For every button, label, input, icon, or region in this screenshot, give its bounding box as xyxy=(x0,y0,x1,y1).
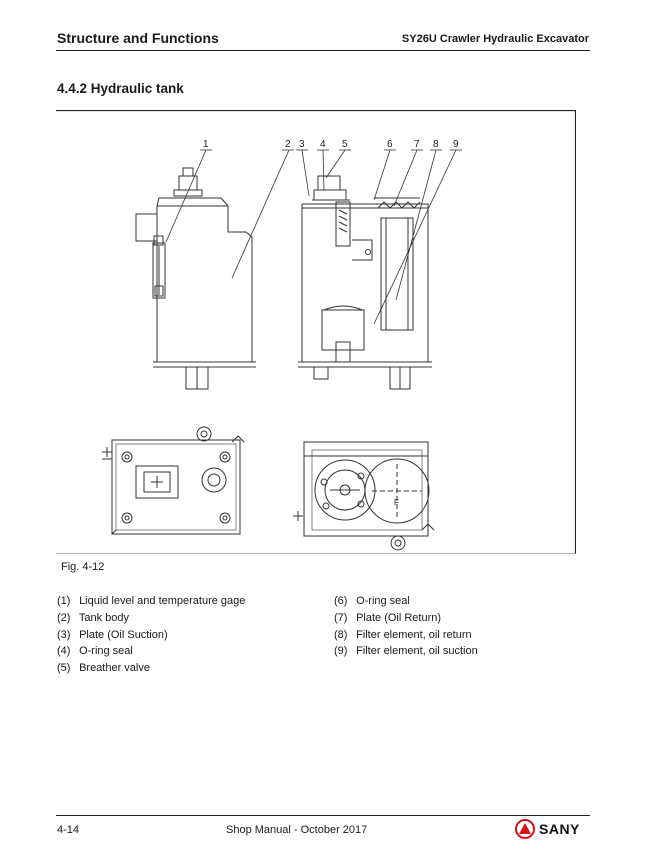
header-manual-title: SY26U Crawler Hydraulic Excavator xyxy=(401,33,589,45)
parts-list-item: (6) O-ring seal xyxy=(334,593,478,610)
parts-label: Plate (Oil Suction) xyxy=(79,628,168,641)
callout-2: 2 xyxy=(285,139,291,150)
sany-logo: SANY xyxy=(514,819,580,839)
parts-label: Filter element, oil return xyxy=(356,628,472,641)
parts-number: (2) xyxy=(57,611,71,624)
parts-list-item: (9) Filter element, oil suction xyxy=(334,643,478,660)
page-number: 4-14 xyxy=(57,824,80,836)
parts-list-item: (7) Plate (Oil Return) xyxy=(334,610,478,627)
footer-manual-date: Shop Manual - October 2017 xyxy=(226,824,368,836)
header-section-title: Structure and Functions xyxy=(57,30,219,46)
parts-number: (9) xyxy=(334,645,348,658)
parts-label: Plate (Oil Return) xyxy=(356,611,442,624)
parts-list-left: (1) Liquid level and temperature gage (2… xyxy=(57,593,245,677)
footer-divider xyxy=(56,815,590,816)
parts-label: O-ring seal xyxy=(79,645,133,658)
callout-3: 3 xyxy=(299,139,305,150)
parts-list-item: (2) Tank body xyxy=(57,610,245,627)
callout-5: 5 xyxy=(342,139,348,150)
callout-8: 8 xyxy=(433,139,439,150)
parts-list-item: (4) O-ring seal xyxy=(57,643,245,660)
parts-list-item: (5) Breather valve xyxy=(57,660,245,677)
parts-label: Filter element, oil suction xyxy=(356,645,478,658)
sany-logo-icon xyxy=(515,819,535,839)
parts-number: (8) xyxy=(334,628,348,641)
tank-side-view xyxy=(135,167,256,390)
header-divider xyxy=(56,50,590,51)
section-heading: 4.4.2 Hydraulic tank xyxy=(57,81,184,96)
parts-list-item: (8) Filter element, oil return xyxy=(334,627,478,644)
parts-label: Liquid level and temperature gage xyxy=(79,595,246,607)
callout-1: 1 xyxy=(203,139,209,150)
parts-number: (7) xyxy=(334,611,348,624)
tank-top-view-right: F xyxy=(293,441,435,551)
parts-label: Tank body xyxy=(78,611,130,624)
parts-label: O-ring seal xyxy=(356,595,410,607)
parts-number: (6) xyxy=(334,595,348,607)
parts-list-item: (3) Plate (Oil Suction) xyxy=(57,627,245,644)
callout-6: 6 xyxy=(387,139,393,150)
parts-label: Breather valve xyxy=(79,662,150,675)
section-marker-label: F xyxy=(394,498,399,507)
tank-section-view xyxy=(298,175,432,390)
parts-list-item: (1) Liquid level and temperature gage xyxy=(57,593,245,610)
callout-9: 9 xyxy=(453,139,459,150)
parts-number: (5) xyxy=(57,662,71,675)
parts-number: (3) xyxy=(57,628,71,641)
figure-caption: Fig. 4-12 xyxy=(61,561,105,573)
parts-list-right: (6) O-ring seal (7) Plate (Oil Return) (… xyxy=(334,593,478,660)
sany-logo-text: SANY xyxy=(539,821,580,837)
callout-leaders xyxy=(165,149,462,325)
tank-top-view-left xyxy=(102,426,245,535)
parts-number: (4) xyxy=(57,645,71,658)
hydraulic-tank-figure: 1 2 3 4 5 6 7 8 9 xyxy=(56,110,576,554)
parts-number: (1) xyxy=(57,595,71,607)
callout-4: 4 xyxy=(320,139,326,150)
callout-7: 7 xyxy=(414,139,420,150)
